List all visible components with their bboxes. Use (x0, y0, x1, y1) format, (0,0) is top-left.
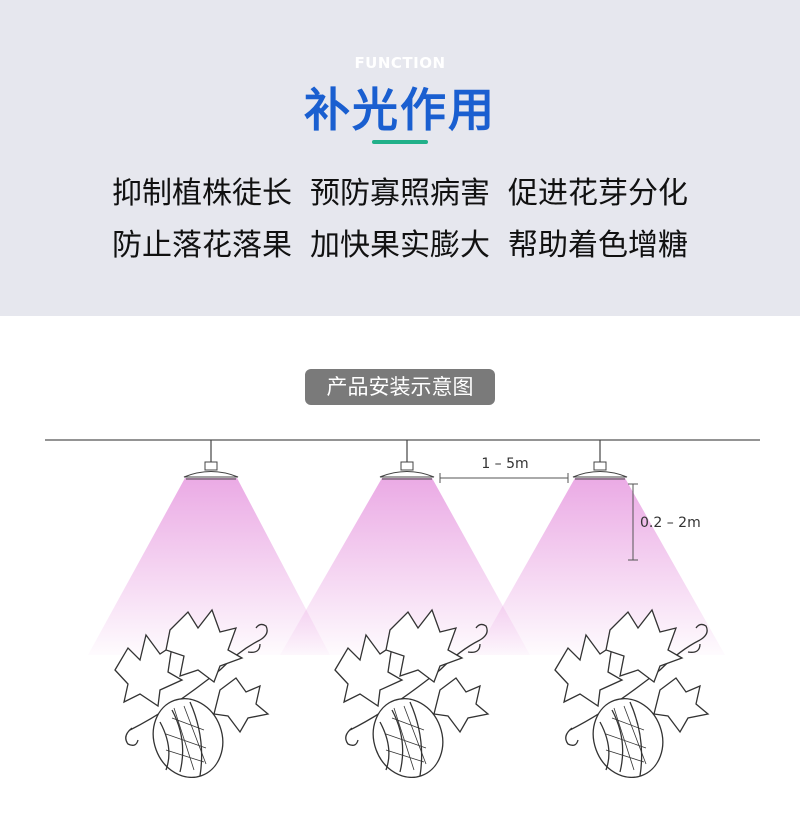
function-item: 帮助着色增糖 (508, 228, 688, 263)
function-section: FUNCTION 补光作用 抑制植株徒长 预防寡照病害 促进花芽分化 防止落花落… (0, 0, 800, 316)
install-diagram-badge: 产品安装示意图 (305, 369, 495, 405)
function-row-1: 抑制植株徒长 预防寡照病害 促进花芽分化 (0, 168, 800, 212)
function-row-2: 防止落花落果 加快果实膨大 帮助着色增糖 (0, 220, 800, 264)
spacing-dimension (439, 473, 569, 483)
plant-illustration (114, 608, 270, 778)
section-title: 补光作用 (304, 83, 496, 137)
grow-lamp (572, 440, 628, 480)
lamp-spacing-label: 1 – 5m (481, 456, 529, 472)
function-item: 促进花芽分化 (508, 176, 688, 211)
function-item: 防止落花落果 (112, 228, 292, 263)
height-dimension (628, 483, 638, 561)
function-item: 抑制植株徒长 (112, 176, 292, 211)
light-beam (88, 478, 330, 655)
light-beam (475, 478, 725, 655)
function-item: 预防寡照病害 (310, 176, 490, 211)
grow-lamp (183, 440, 239, 480)
hang-height-label: 0.2 – 2m (640, 515, 701, 531)
function-item: 加快果实膨大 (310, 228, 490, 263)
install-diagram (45, 439, 760, 778)
section-eyebrow: FUNCTION (354, 54, 446, 72)
title-underline (372, 140, 428, 144)
plant-illustration (554, 608, 710, 778)
grow-lamp (379, 440, 435, 480)
plant-illustration (334, 608, 490, 778)
light-beam (280, 478, 530, 655)
